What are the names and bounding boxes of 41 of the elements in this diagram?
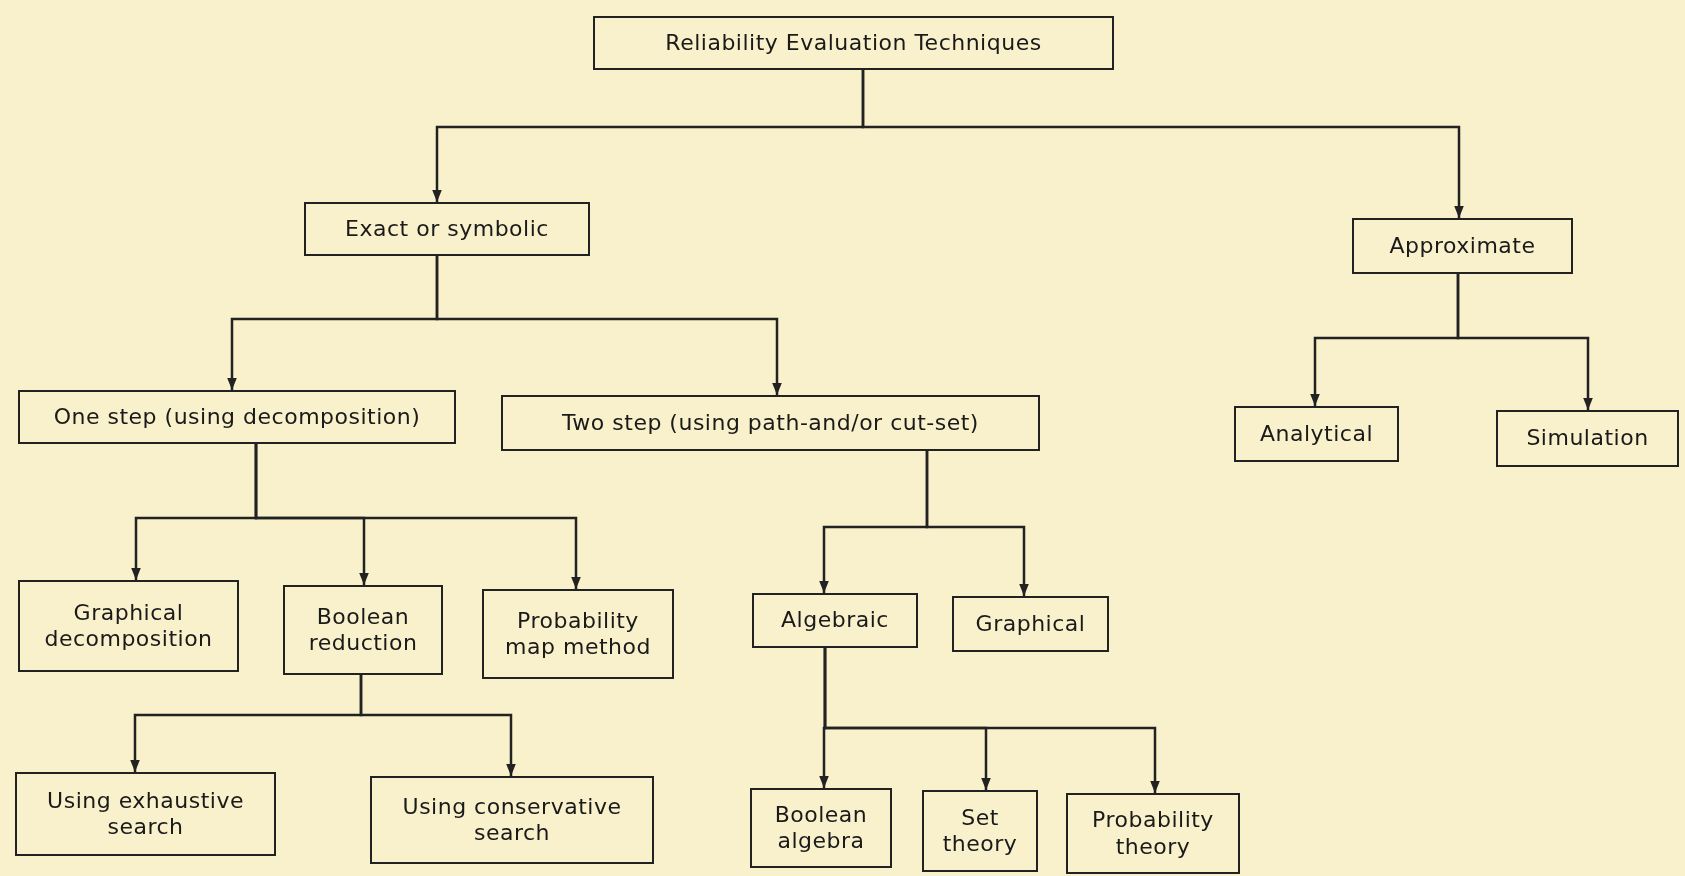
process-box: [1066, 793, 1240, 874]
process-box: [752, 593, 918, 648]
box-label: Boolean algebra: [773, 801, 869, 855]
arrow: [861, 70, 1464, 218]
process-box: [370, 776, 654, 864]
box-label: Using exhaustive search: [46, 787, 245, 841]
box-label: Approximate: [1389, 232, 1536, 260]
arrow: [1456, 274, 1593, 410]
process-box: [922, 790, 1038, 872]
process-box: [15, 772, 276, 856]
arrow: [925, 451, 1029, 596]
arrow: [254, 444, 581, 589]
box-label: Simulation: [1526, 425, 1649, 452]
box-label: Reliability Evaluation Techniques: [665, 29, 1042, 57]
process-box: [304, 202, 590, 256]
process-box: [1352, 218, 1573, 274]
arrow: [823, 648, 1160, 793]
process-box: [750, 788, 892, 868]
box-label: One step (using decomposition): [53, 403, 421, 431]
box-label: Set theory: [941, 804, 1019, 858]
box-label: Algebraic: [781, 607, 889, 634]
process-box: [18, 580, 239, 672]
box-label: Using conservative search: [401, 793, 623, 847]
process-box: [593, 16, 1114, 70]
box-label: Exact or symbolic: [345, 215, 549, 243]
box-label: Analytical: [1259, 420, 1373, 448]
arrow: [359, 675, 516, 776]
box-label: Two step (using path-and/or cut-set): [562, 409, 979, 437]
process-box: [18, 390, 456, 444]
box-label: Probability map method: [504, 607, 652, 661]
process-box: [482, 589, 674, 679]
box-label: Graphical decomposition: [43, 599, 214, 653]
box-label: Boolean reduction: [307, 603, 419, 657]
process-box: [1234, 406, 1399, 462]
process-box: [501, 395, 1040, 451]
arrow: [435, 256, 782, 395]
process-box: [952, 596, 1109, 652]
process-box: [283, 585, 443, 675]
box-label: Probability theory: [1091, 807, 1215, 860]
process-box: [1496, 410, 1679, 467]
box-label: Graphical: [975, 610, 1086, 638]
